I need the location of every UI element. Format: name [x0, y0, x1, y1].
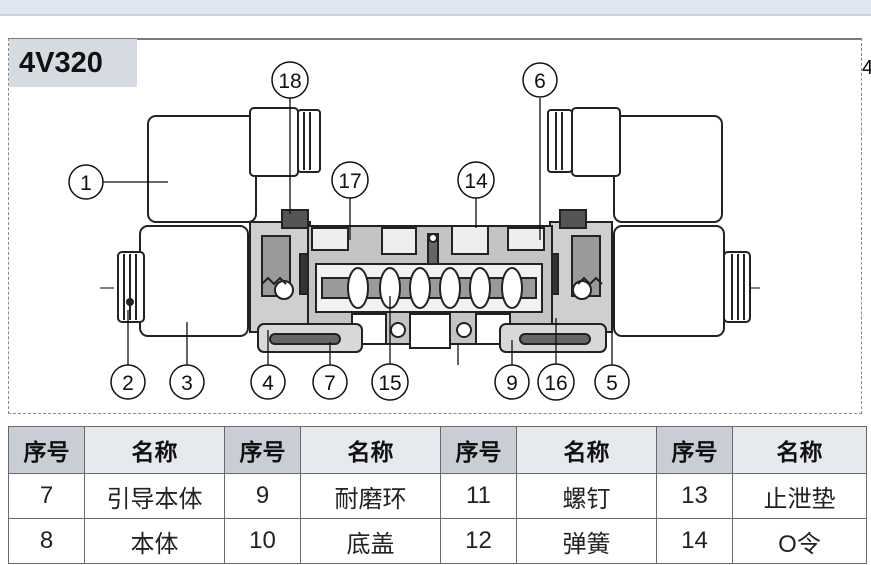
- callout-16: 16: [537, 363, 575, 401]
- col-header-name: 名称: [84, 426, 225, 474]
- model-label: 4V320: [9, 39, 137, 87]
- table-header-row: 序号 名称 序号 名称 序号 名称 序号 名称: [8, 426, 867, 474]
- table-cell: 弹簧: [516, 518, 657, 564]
- top-banner-rule: [0, 14, 871, 16]
- table-cell: 14: [656, 518, 733, 564]
- svg-text:5: 5: [606, 372, 618, 395]
- left-solenoid: [117, 107, 321, 337]
- table-row: 7 引导本体 9 耐磨环 11 螺钉 13 止泄垫: [8, 473, 867, 519]
- callout-14: 14: [457, 161, 495, 199]
- svg-text:1: 1: [80, 172, 92, 195]
- callout-4: 4: [250, 364, 286, 400]
- callout-9: 9: [494, 364, 530, 400]
- table-cell: 13: [656, 473, 733, 519]
- left-pilot-body: [249, 209, 311, 333]
- col-header-seq: 序号: [224, 426, 301, 474]
- bottom-cover: [257, 323, 607, 353]
- table-cell: 螺钉: [516, 473, 657, 519]
- table-cell: 7: [8, 473, 85, 519]
- callout-15: 15: [371, 363, 409, 401]
- svg-text:3: 3: [181, 372, 193, 395]
- svg-text:15: 15: [378, 372, 401, 395]
- table-cell: 止泄垫: [732, 473, 867, 519]
- valve-cross-section-diagram: 4: [68, 57, 871, 401]
- callout-5: 5: [594, 364, 630, 400]
- table-cell: 引导本体: [84, 473, 225, 519]
- diagram-frame: [8, 38, 862, 414]
- callout-17: 17: [331, 161, 369, 199]
- table-cell: 12: [440, 518, 517, 564]
- callout-18: 18: [271, 61, 309, 99]
- table-row: 8 本体 10 底盖 12 弹簧 14 O令: [8, 518, 867, 564]
- right-pilot-body: [547, 209, 613, 333]
- svg-text:16: 16: [544, 372, 567, 395]
- table-cell: 10: [224, 518, 301, 564]
- callout-3: 3: [169, 364, 205, 400]
- svg-text:6: 6: [534, 70, 546, 93]
- callouts: 1 2 3 4 5 6 7 9 14 15 16 17 18: [68, 61, 630, 401]
- svg-text:2: 2: [122, 372, 134, 395]
- callout-7: 7: [312, 364, 348, 400]
- right-solenoid: [547, 107, 751, 337]
- table-cell: 11: [440, 473, 517, 519]
- table-cell: O令: [732, 518, 867, 564]
- callout-6: 6: [522, 62, 558, 98]
- col-header-seq: 序号: [8, 426, 85, 474]
- table-cell: 本体: [84, 518, 225, 564]
- table-cell: 耐磨环: [300, 473, 441, 519]
- svg-text:14: 14: [464, 170, 488, 193]
- table-cell: 底盖: [300, 518, 441, 564]
- svg-text:9: 9: [506, 372, 518, 395]
- callout-leaders: [103, 98, 613, 365]
- svg-text:17: 17: [338, 170, 361, 193]
- col-header-name: 名称: [732, 426, 867, 474]
- table-cell: 8: [8, 518, 85, 564]
- col-header-seq: 序号: [656, 426, 733, 474]
- table-cell: 9: [224, 473, 301, 519]
- svg-text:7: 7: [324, 372, 336, 395]
- parts-table: 序号 名称 序号 名称 序号 名称 序号 名称 7 引导本体 9 耐磨环 11 …: [8, 426, 867, 564]
- col-header-name: 名称: [300, 426, 441, 474]
- callout-2: 2: [110, 364, 146, 400]
- top-banner: [0, 0, 871, 14]
- edge-mark: 4: [862, 57, 871, 79]
- svg-text:18: 18: [278, 70, 301, 93]
- callout-1: 1: [68, 164, 104, 200]
- svg-text:4: 4: [262, 372, 274, 395]
- col-header-name: 名称: [516, 426, 657, 474]
- col-header-seq: 序号: [440, 426, 517, 474]
